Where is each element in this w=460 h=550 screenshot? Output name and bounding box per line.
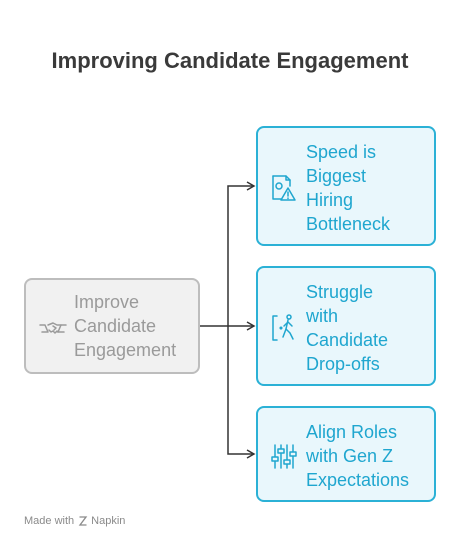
made-with-label: Made with	[24, 515, 75, 527]
branch-label-line: Expectations	[306, 470, 410, 490]
sliders-icon	[271, 444, 297, 469]
branch-label-line: Bottleneck	[306, 214, 391, 234]
branch-label-line: Struggle	[306, 282, 374, 302]
root-label-line: Engagement	[74, 340, 177, 360]
root-label: Improve Candidate Engagement	[74, 290, 176, 362]
connector-branch-1	[227, 181, 256, 326]
footer-attribution: Made with Napkin	[24, 515, 125, 527]
walking-person-icon	[272, 314, 294, 341]
branch-label-line: Biggest	[306, 166, 367, 186]
branch-label-line: Hiring	[306, 190, 354, 210]
branch-node-speed: Speed is Biggest Hiring Bottleneck	[256, 126, 436, 246]
branch-label: Speed is Biggest Hiring Bottleneck	[306, 140, 390, 236]
connector-branch-3	[227, 326, 256, 459]
branch-node-genz: Align Roles with Gen Z Expectations	[256, 406, 436, 502]
branch-label-line: Speed is	[306, 142, 377, 162]
napkin-logo-icon	[78, 516, 88, 526]
root-label-line: Candidate	[74, 316, 157, 336]
branch-node-dropoffs: Struggle with Candidate Drop-offs	[256, 266, 436, 386]
branch-label: Align Roles with Gen Z Expectations	[306, 420, 409, 492]
root-node: Improve Candidate Engagement	[24, 278, 200, 374]
branch-label-line: Drop-offs	[306, 354, 380, 374]
branch-label: Struggle with Candidate Drop-offs	[306, 280, 388, 376]
branch-label-line: with	[306, 306, 339, 326]
branch-label-line: Candidate	[306, 330, 389, 350]
document-warning-icon	[272, 175, 296, 201]
brand-label: Napkin	[91, 515, 126, 527]
branch-label-line: Align Roles	[306, 422, 398, 442]
handshake-icon	[39, 322, 67, 334]
diagram-title: Improving Candidate Engagement	[51, 48, 409, 73]
root-label-line: Improve	[74, 292, 140, 312]
branch-label-line: with Gen Z	[306, 446, 394, 466]
